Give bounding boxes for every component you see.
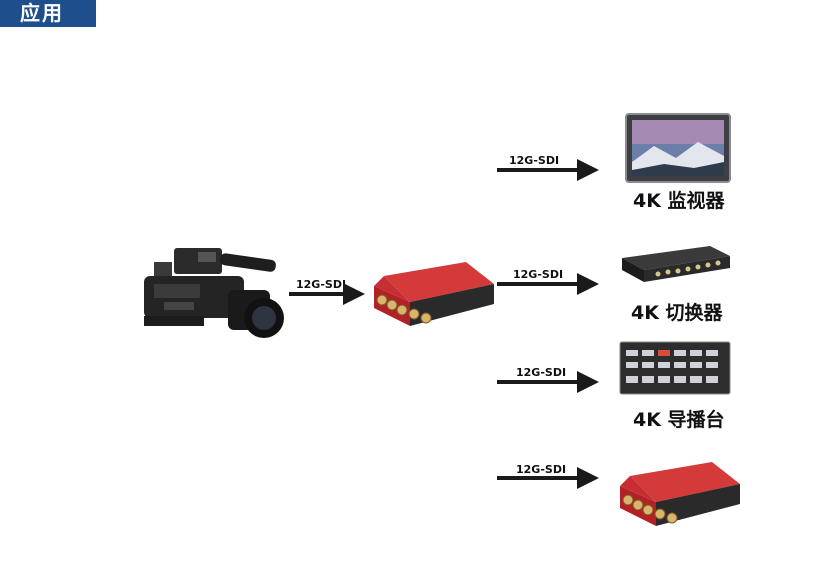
signal-label: 12G-SDI — [516, 366, 567, 379]
camera-icon — [114, 232, 294, 356]
arrow-right-icon — [497, 467, 601, 489]
converter-box-icon — [370, 256, 498, 328]
section-header: 应用 — [0, 0, 96, 27]
signal-label: 12G-SDI — [509, 154, 560, 167]
arrow-right-icon — [497, 273, 601, 295]
arrow-right-icon — [497, 371, 601, 393]
switcher-label: 4K 切换器 — [631, 302, 723, 324]
monitor-label: 4K 监视器 — [633, 190, 725, 212]
console-icon — [618, 340, 732, 396]
signal-label: 12G-SDI — [513, 268, 564, 281]
monitor-icon — [624, 112, 732, 184]
console-label: 4K 导播台 — [633, 409, 725, 431]
arrow-right-icon — [289, 283, 365, 305]
signal-label: 12G-SDI — [516, 463, 567, 476]
arrow-right-icon — [497, 159, 601, 181]
section-title: 应用 — [20, 1, 64, 25]
converter-box-icon — [616, 456, 744, 528]
signal-label: 12G-SDI — [296, 278, 347, 291]
switcher-icon — [618, 244, 732, 284]
